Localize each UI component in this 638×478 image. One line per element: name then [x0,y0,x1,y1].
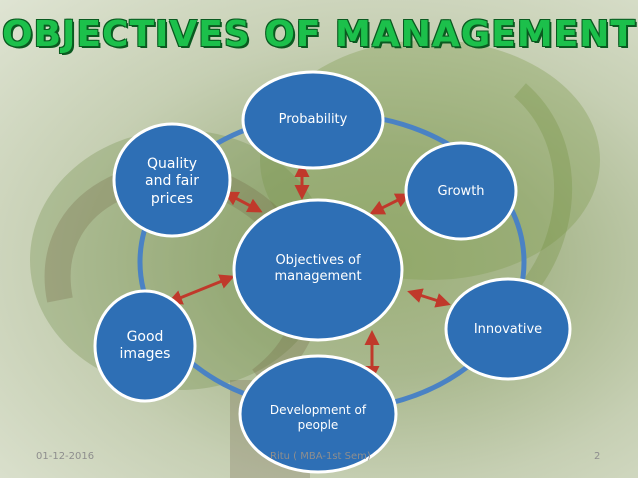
footer-author: Ritu ( MBA-1st Sem) [270,451,371,462]
arrow-center-quality [223,191,263,213]
node-center [232,198,404,342]
center-label: Objectives of management [274,252,362,284]
development-label: Development of people [269,403,367,432]
footer-date: 01-12-2016 [36,451,95,462]
node-growth [404,141,518,241]
good-images-label: Good images [119,328,171,363]
footer-page-number: 2 [594,451,601,462]
arrow-center-good-images [167,274,235,305]
arrow-center-innovative [407,288,451,308]
quality-label: Quality and fair prices [145,155,199,207]
node-development [238,354,398,474]
node-good-images [93,289,197,403]
node-quality [112,122,232,238]
nodes [93,70,572,474]
innovative-label: Innovative [473,321,543,337]
arrow-center-growth [369,193,411,215]
growth-label: Growth [437,183,485,199]
node-probability [241,70,385,170]
probability-label: Probability [278,111,348,127]
node-innovative [444,277,572,381]
slide-title: OBJECTIVES OF MANAGEMENT [2,14,636,55]
